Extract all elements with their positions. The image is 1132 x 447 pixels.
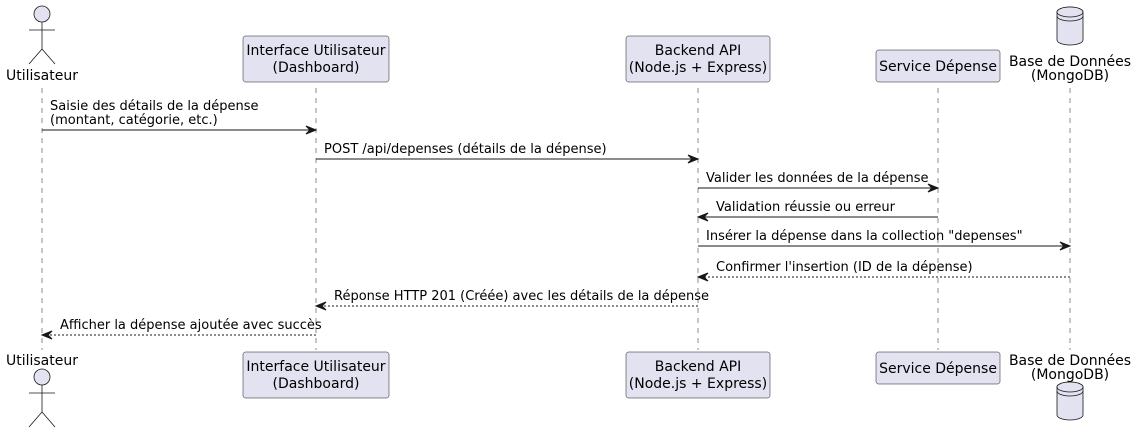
participant-svc-top: Service Dépense bbox=[875, 49, 1001, 83]
participant-box bbox=[625, 35, 771, 83]
message-2: POST /api/depenses (détails de la dépens… bbox=[316, 142, 700, 164]
message-8: Afficher la dépense ajoutée avec succès bbox=[40, 318, 322, 340]
actor-figure-icon bbox=[28, 5, 56, 65]
message-3: Valider les données de la dépense bbox=[698, 171, 940, 193]
participant-label: (Node.js + Express) bbox=[629, 60, 767, 76]
participant-label: Backend API bbox=[655, 359, 741, 375]
actor-figure-icon bbox=[28, 368, 56, 428]
actor-leg-left bbox=[28, 48, 43, 65]
participant-label: (Node.js + Express) bbox=[629, 376, 767, 392]
participant-label: Service Dépense bbox=[879, 361, 997, 377]
database-top bbox=[1056, 381, 1084, 393]
message-label: Insérer la dépense dans la collection "d… bbox=[706, 229, 1023, 244]
actor-leg-left bbox=[28, 411, 43, 428]
participant-label: (MongoDB) bbox=[1031, 68, 1109, 84]
database-top bbox=[1056, 6, 1084, 18]
participant-svc-bottom: Service Dépense bbox=[875, 351, 1001, 385]
actor-user-top: Utilisateur bbox=[6, 5, 78, 84]
database-db-top: Base de Données(MongoDB) bbox=[1009, 6, 1131, 84]
message-1: Saisie des détails de la dépense(montant… bbox=[42, 99, 318, 135]
participant-label: (MongoDB) bbox=[1031, 367, 1109, 383]
participant-label: Backend API bbox=[655, 43, 741, 59]
participant-label: Interface Utilisateur bbox=[246, 359, 385, 375]
participant-label: Interface Utilisateur bbox=[246, 43, 385, 59]
actor-head bbox=[33, 368, 51, 386]
arrowhead-icon bbox=[687, 154, 700, 164]
participant-box bbox=[875, 351, 1001, 385]
message-label: Valider les données de la dépense bbox=[706, 171, 929, 186]
participant-label: Base de Données bbox=[1009, 353, 1131, 369]
message-label: Confirmer l'insertion (ID de la dépense) bbox=[716, 260, 973, 275]
arrowhead-icon bbox=[314, 301, 327, 311]
participant-ui-top: Interface Utilisateur(Dashboard) bbox=[242, 35, 390, 83]
arrowhead-icon bbox=[305, 125, 318, 135]
actor-leg-right bbox=[41, 411, 56, 428]
message-7: Réponse HTTP 201 (Créée) avec les détail… bbox=[314, 289, 709, 311]
participant-box bbox=[242, 351, 390, 399]
database-rim bbox=[1056, 390, 1084, 397]
participant-label: Utilisateur bbox=[6, 68, 78, 84]
message-label: Réponse HTTP 201 (Créée) avec les détail… bbox=[334, 289, 709, 304]
message-5: Insérer la dépense dans la collection "d… bbox=[698, 229, 1072, 251]
participant-label: (Dashboard) bbox=[273, 376, 360, 392]
arrowhead-icon bbox=[696, 272, 709, 282]
participant-label: (Dashboard) bbox=[273, 60, 360, 76]
message-label: Saisie des détails de la dépense bbox=[50, 99, 259, 114]
message-label: Afficher la dépense ajoutée avec succès bbox=[60, 318, 322, 333]
participant-box bbox=[242, 35, 390, 83]
actor-leg-right bbox=[41, 48, 56, 65]
message-label: (montant, catégorie, etc.) bbox=[50, 113, 218, 128]
arrowhead-icon bbox=[40, 330, 53, 340]
arrowhead-icon bbox=[696, 212, 709, 222]
message-4: Validation réussie ou erreur bbox=[696, 200, 938, 222]
database-icon bbox=[1056, 6, 1084, 46]
participant-label: Utilisateur bbox=[6, 353, 78, 369]
message-label: Validation réussie ou erreur bbox=[716, 200, 896, 215]
participant-api-top: Backend API(Node.js + Express) bbox=[625, 35, 771, 83]
message-label: POST /api/depenses (détails de la dépens… bbox=[324, 142, 607, 157]
message-6: Confirmer l'insertion (ID de la dépense) bbox=[696, 260, 1070, 282]
participant-ui-bottom: Interface Utilisateur(Dashboard) bbox=[242, 351, 390, 399]
database-icon bbox=[1056, 381, 1084, 421]
participant-box bbox=[625, 351, 771, 399]
participant-label: Service Dépense bbox=[879, 59, 997, 75]
arrowhead-icon bbox=[927, 183, 940, 193]
database-db-bottom: Base de Données(MongoDB) bbox=[1009, 353, 1131, 421]
database-rim bbox=[1056, 15, 1084, 22]
arrowhead-icon bbox=[1059, 241, 1072, 251]
actor-user-bottom: Utilisateur bbox=[6, 353, 78, 428]
participant-api-bottom: Backend API(Node.js + Express) bbox=[625, 351, 771, 399]
actor-head bbox=[33, 5, 51, 23]
participant-label: Base de Données bbox=[1009, 54, 1131, 70]
participant-box bbox=[875, 49, 1001, 83]
